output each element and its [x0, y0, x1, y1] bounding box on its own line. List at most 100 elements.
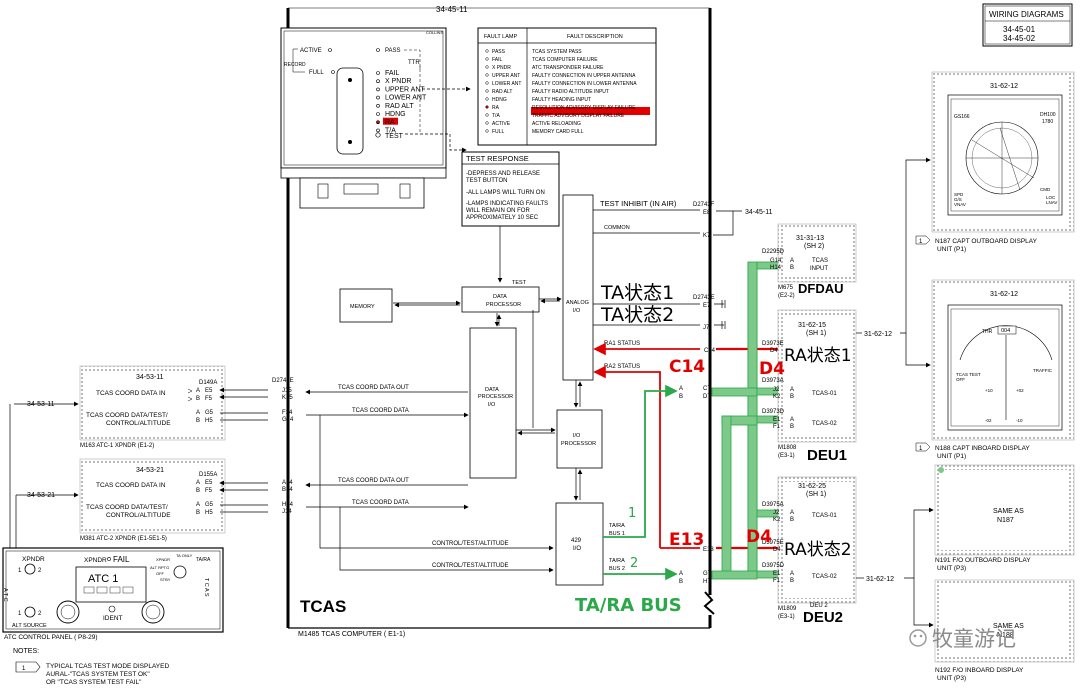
deu2-d4: D4 [773, 547, 781, 553]
panel-lamp-label: RA [385, 119, 395, 126]
pin-c7: C7 [703, 386, 711, 392]
atc1-f5: F5 [205, 396, 213, 402]
panel-lamp-icon [376, 87, 380, 92]
atc2-ctl-1: TCAS COORD DATA/TEST/ [86, 504, 168, 511]
acp-ident: IDENT [103, 615, 123, 622]
acp-ta-only: TA ONLY [176, 553, 193, 558]
ref-316212-b: 31-62-12 [866, 576, 894, 583]
d3-ref: N187 [997, 517, 1014, 524]
atc2-g5: G5 [205, 502, 214, 508]
dfdau-ref: 31-31-13 [796, 235, 824, 242]
deu2-f1: F1 [773, 578, 781, 584]
io-processor-block [556, 409, 603, 469]
fault-lamp-icon [485, 129, 489, 133]
pin-d7: D7 [703, 394, 711, 400]
test-response-line: -ALL LAMPS WILL TURN ON [466, 190, 545, 196]
dfdau-label: TCAS [812, 258, 828, 264]
coord-data-1: TCAS COORD DATA [352, 408, 409, 414]
fault-lamp-icon [485, 97, 489, 101]
data-processor-block [461, 286, 540, 313]
pin-e8: E8 [703, 210, 711, 216]
d2-val: 004 [1001, 328, 1010, 334]
pin-a-c7: A [679, 386, 683, 392]
d1-ref: 31-62-12 [990, 83, 1018, 90]
atc1-b: B [196, 396, 200, 402]
fault-desc: FAULTY CONNECTION IN UPPER ANTENNA [532, 73, 636, 79]
display-fo-outboard: SAME AS N187 N191 F/O OUTBOARD DISPLAY U… [934, 464, 1075, 572]
test-response-line: -DEPRESS AND RELEASE [466, 171, 540, 177]
dfdau-g14: G14 [770, 258, 782, 264]
ctl-test-alt-1: CONTROL/TEST/ALTITUDE [432, 541, 509, 547]
acp-alt-source: ALT SOURCE [12, 623, 47, 629]
panel-record: RECORD [284, 62, 306, 68]
atc1-e5: E5 [205, 388, 213, 394]
test-inhibit: TEST INHIBIT (IN AIR) [600, 199, 677, 208]
atc2-plug: D155A [199, 472, 217, 478]
coord-out-2: TCAS COORD DATA OUT [338, 478, 409, 484]
ann-ta1: TA状态1 [600, 282, 674, 304]
d1-lnav: LNAV [1046, 200, 1057, 205]
pin-k15: K15 [282, 395, 293, 401]
acp-caption: ATC CONTROL PANEL ( P8-29) [4, 634, 98, 641]
fault-lamp-icon [485, 121, 489, 125]
acp-alt-rptg: ALT RPTG [150, 565, 169, 570]
acp-xpndr: XPNDR [22, 556, 45, 563]
atc2-h5: H5 [205, 510, 213, 516]
deu1-tcas01: TCAS-01 [812, 391, 837, 397]
tcas-label: TCAS [300, 597, 346, 616]
pin-e13: E13 [703, 547, 714, 553]
pin-c14: C14 [704, 348, 716, 354]
d1-cmd: CMD [1040, 187, 1051, 192]
panel-lamp-icon [376, 71, 380, 75]
dfdau-b: B [790, 265, 794, 271]
pin-h7: H7 [703, 579, 711, 585]
d3-caption2: UNIT (P3) [937, 565, 966, 572]
d2-traffic: TRAFFIC [1033, 368, 1053, 373]
tcas-front-panel: COLLINS ACTIVE RECORD FULL PASS TTR FAIL… [280, 27, 471, 209]
fault-col-desc: FAULT DESCRIPTION [567, 34, 623, 40]
analog-io-block [562, 194, 594, 381]
top-ref: 34-45-11 [436, 5, 468, 14]
deu2-b2: B [790, 578, 794, 584]
deu2-unit: M1809 [778, 606, 797, 612]
atc1-g5: G5 [205, 410, 214, 416]
deu2-small: DEU 2 [810, 603, 828, 609]
panel-test: TEST [385, 133, 404, 140]
panel-lamp-label: X PNDR [385, 78, 411, 85]
atc2-in: TCAS COORD DATA IN [96, 482, 166, 489]
panel-lamp-label: LOWER ANT [385, 95, 427, 102]
display-links: 31-62-12 31-62-12 [856, 157, 934, 628]
fault-desc: ACTIVE RELOADING [532, 121, 581, 127]
pin-j15: J15 [282, 388, 292, 394]
deu2-tcas01: TCAS-01 [812, 513, 837, 519]
pin-g7: G7 [703, 571, 712, 577]
d2-caption2: UNIT (P1) [937, 453, 966, 460]
memory-block [339, 288, 393, 323]
fault-lamp-icon [485, 65, 489, 69]
coord-wiring: D2743E J15 K15 TCAS COORD DATA OUT F14 G… [9, 378, 554, 573]
atc1-in: TCAS COORD DATA IN [96, 390, 166, 397]
d1-loc: LOC [1046, 195, 1056, 200]
atc2-b: B [196, 488, 200, 494]
panel-lamp-icon [376, 120, 380, 124]
fault-lamp: RAD ALT [492, 89, 512, 95]
ann-ra1: RA状态1 [784, 346, 852, 366]
dfdau-a: A [790, 258, 794, 264]
deu1-b: B [790, 394, 794, 400]
deu2-box: 31-62-25 (SH 1) D3975A J2 K2 A B TCAS-01… [762, 476, 857, 626]
panel-lamp-icon [376, 128, 380, 133]
acp-xpndr-small: XPNDR [156, 557, 170, 562]
wiring-ref-1: 34-45-01 [1003, 25, 1036, 34]
panel-lamp-label: HDNG [385, 111, 406, 118]
deu2-a: A [790, 510, 794, 516]
dpio-2: PROCESSOR [478, 394, 513, 400]
d2-off: OFF [956, 377, 965, 382]
notes-title: NOTES: [13, 648, 39, 655]
analog-2: I/O [573, 308, 581, 314]
analog-1: ANALOG [566, 300, 589, 306]
d1-gs2: G/S [954, 197, 962, 202]
test-response-title: TEST RESPONSE [466, 154, 529, 163]
test-response-line: APPROXIMATELY 10 SEC [466, 215, 539, 221]
pin-d2743e: D2743E [693, 295, 715, 301]
deu1-ref: 31-62-15 [798, 322, 826, 329]
